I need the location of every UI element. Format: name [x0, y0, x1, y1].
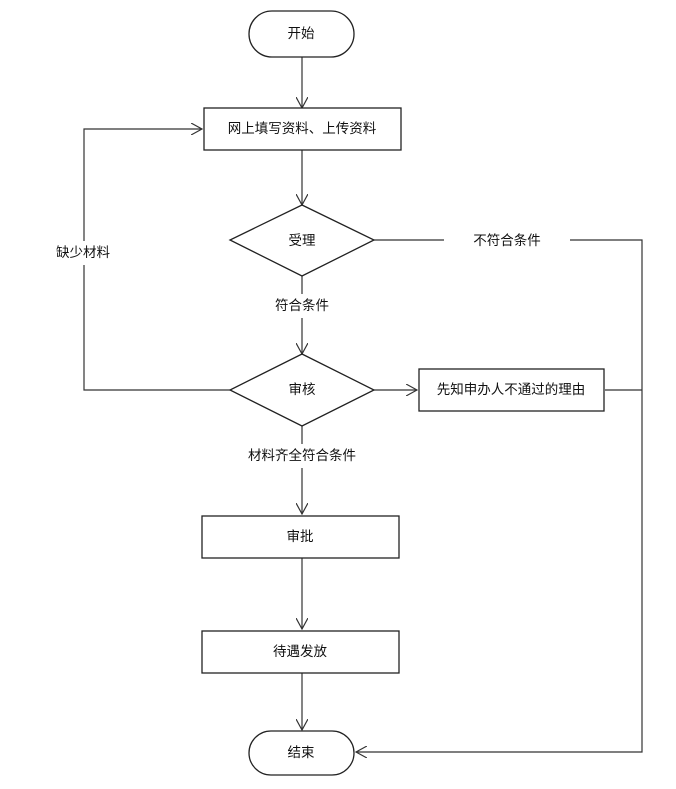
label-not-qualified: 不符合条件 [473, 232, 541, 249]
node-review-decision: 审核 [228, 353, 376, 427]
node-accept-label: 受理 [289, 233, 316, 249]
node-start: 开始 [248, 10, 355, 58]
label-qualified: 符合条件 [275, 297, 329, 314]
label-all-materials-qualified: 材料齐全符合条件 [248, 447, 356, 464]
node-fill-online-label: 网上填写资料、上传资料 [228, 121, 377, 137]
node-payment-label: 待遇发放 [273, 644, 327, 660]
edge-accept-not-qualified [356, 239, 643, 752]
node-end: 结束 [248, 730, 355, 776]
node-notify-label: 先知申办人不通过的理由 [437, 381, 586, 398]
node-approve: 审批 [201, 515, 400, 559]
node-end-label: 结束 [288, 745, 315, 761]
node-start-label: 开始 [288, 26, 315, 42]
node-payment: 待遇发放 [201, 630, 400, 674]
node-review-label: 审核 [289, 382, 316, 398]
label-missing-materials: 缺少材料 [56, 245, 110, 261]
node-accept-decision: 受理 [228, 204, 376, 277]
node-fill-online: 网上填写资料、上传资料 [203, 107, 402, 151]
edge-labels: 不符合条件 符合条件 缺少材料 材料齐全符合条件 [50, 229, 570, 468]
node-approve-label: 审批 [287, 529, 314, 545]
node-notify: 先知申办人不通过的理由 [418, 368, 605, 412]
